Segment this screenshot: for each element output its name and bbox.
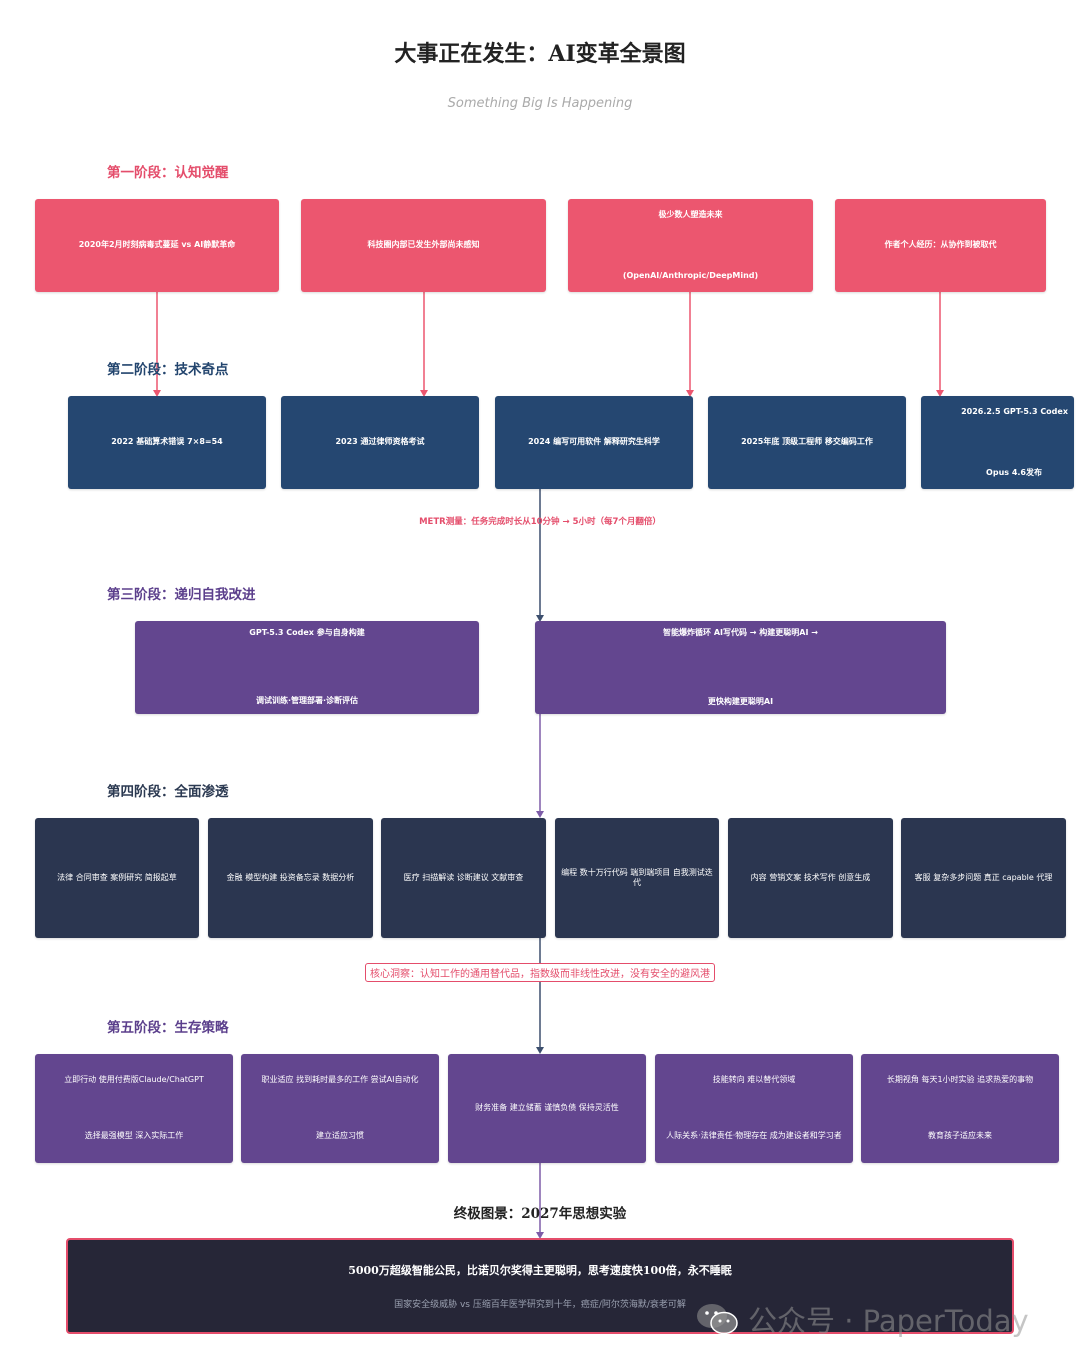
stage2-box-4: 2025年底 顶级工程师 移交编码工作 — [708, 396, 906, 489]
page-subtitle: Something Big Is Happening — [447, 96, 633, 111]
box-text: 编程 数十万行代码 端到端项目 自我测试迭代 — [561, 867, 713, 887]
stage4-box-1: 法律 合同审查 案例研究 简报起草 — [35, 818, 199, 938]
arrow-s1-1 — [153, 390, 161, 397]
box-line2: 调试训练·管理部署·诊断评估 — [255, 695, 359, 705]
box-text: 金融 模型构建 投资备忘录 数据分析 — [226, 872, 355, 882]
stage5-box-2: 职业适应 找到耗时最多的工作 尝试AI自动化 建立适应习惯 — [241, 1054, 439, 1163]
box-line2: (OpenAI/Anthropic/DeepMind) — [622, 270, 759, 280]
stage3-box-1: GPT-5.3 Codex 参与自身构建 调试训练·管理部署·诊断评估 — [135, 621, 479, 714]
stage4-box-3: 医疗 扫描解读 诊断建议 文献审查 — [381, 818, 546, 938]
box-text: 财务准备 建立储蓄 谨慎负债 保持灵活性 — [475, 1103, 619, 1113]
stage5-box-1: 立即行动 使用付费版Claude/ChatGPT 选择最强模型 深入实际工作 — [35, 1054, 233, 1163]
stage2-box-3: 2024 编写可用软件 解释研究生科学 — [495, 396, 693, 489]
watermark-text: 公众号 · PaperToday — [748, 1304, 1029, 1338]
box-text: 医疗 扫描解读 诊断建议 文献审查 — [403, 872, 524, 882]
final-box: 5000万超级智能公民，比诺贝尔奖得主更聪明，思考速度快100倍，永不睡眠 国家… — [66, 1238, 1014, 1334]
box-text: 内容 营销文案 技术写作 创意生成 — [750, 872, 871, 882]
insight-wrap: 核心洞察：认知工作的通用替代品，指数级而非线性改进，没有安全的避风港 — [0, 962, 1080, 982]
stage3-label: 第三阶段：递归自我改进 — [107, 587, 256, 603]
box-text: 科技圈内部已发生外部尚未感知 — [367, 240, 480, 250]
stage2-label: 第二阶段：技术奇点 — [107, 362, 229, 378]
final-line1: 5000万超级智能公民，比诺贝尔奖得主更聪明，思考速度快100倍，永不睡眠 — [348, 1264, 732, 1277]
box-text: 2020年2月时刻病毒式蔓延 vs AI静默革命 — [78, 240, 236, 250]
box-line2: 选择最强模型 深入实际工作 — [84, 1130, 184, 1140]
stage5-box-4: 技能转向 难以替代领域 人际关系·法律责任·物理存在 成为建设者和学习者 — [655, 1054, 853, 1163]
stage2-box-2: 2023 通过律师资格考试 — [281, 396, 479, 489]
box-text: 客服 复杂多步问题 真正 capable 代理 — [914, 872, 1053, 882]
page-title: 大事正在发生：AI变革全景图 — [394, 41, 686, 67]
box-text: 法律 合同审查 案例研究 简报起草 — [57, 872, 177, 882]
arrow-s1-2 — [420, 390, 428, 397]
arrow-s1-4 — [936, 390, 944, 397]
stage5-box-5: 长期视角 每天1小时实验 追求热爱的事物 教育孩子适应未来 — [861, 1054, 1059, 1163]
stage5-label: 第五阶段：生存策略 — [107, 1020, 229, 1036]
stage4-box-4: 编程 数十万行代码 端到端项目 自我测试迭代 — [555, 818, 719, 938]
final-label: 终极图景：2027年思想实验 — [453, 1206, 627, 1222]
stage1-box-1: 2020年2月时刻病毒式蔓延 vs AI静默革命 — [35, 199, 279, 292]
stage1-label: 第一阶段：认知觉醒 — [107, 165, 229, 181]
box-line2: 建立适应习惯 — [316, 1130, 364, 1140]
box-line1: 技能转向 难以替代领域 — [712, 1075, 796, 1084]
stage4-box-5: 内容 营销文案 技术写作 创意生成 — [728, 818, 893, 938]
arrow-s1-3 — [686, 390, 694, 397]
stage2-box-5: 2026.2.5 GPT-5.3 Codex Opus 4.6发布 — [921, 396, 1074, 489]
box-line1: GPT-5.3 Codex 参与自身构建 — [249, 628, 365, 637]
stage4-label: 第四阶段：全面渗透 — [107, 784, 229, 800]
box-line1: 智能爆炸循环 AI写代码 → 构建更聪明AI → — [663, 628, 818, 637]
stage2-box-1: 2022 基础算术错误 7×8=54 — [68, 396, 266, 489]
box-line1: 职业适应 找到耗时最多的工作 尝试AI自动化 — [261, 1075, 419, 1084]
box-line2: 人际关系·法律责任·物理存在 成为建设者和学习者 — [666, 1130, 842, 1140]
wechat-icon — [697, 1304, 738, 1335]
box-line2: 更快构建更聪明AI — [707, 696, 774, 706]
final-line2: 国家安全级威胁 vs 压缩百年医学研究到十年，癌症/阿尔茨海默/衰老可解 — [394, 1300, 686, 1310]
stage5-box-3: 财务准备 建立储蓄 谨慎负债 保持灵活性 — [448, 1054, 646, 1163]
core-insight-callout: 核心洞察：认知工作的通用替代品，指数级而非线性改进，没有安全的避风港 — [365, 963, 715, 982]
stage4-box-2: 金融 模型构建 投资备忘录 数据分析 — [208, 818, 373, 938]
box-line1: 立即行动 使用付费版Claude/ChatGPT — [64, 1075, 204, 1084]
metr-annotation: METR测量：任务完成时长从10分钟 → 5小时（每7个月翻倍） — [419, 517, 661, 527]
box-line2: Opus 4.6发布 — [986, 467, 1042, 477]
stage4-box-6: 客服 复杂多步问题 真正 capable 代理 — [901, 818, 1066, 938]
box-text: 2024 编写可用软件 解释研究生科学 — [528, 437, 660, 447]
box-text: 作者个人经历：从协作到被取代 — [884, 240, 997, 250]
stage1-box-3: 极少数人塑造未来 (OpenAI/Anthropic/DeepMind) — [568, 199, 813, 292]
box-text: 2023 通过律师资格考试 — [335, 437, 425, 447]
stage1-box-2: 科技圈内部已发生外部尚未感知 — [301, 199, 546, 292]
box-line1: 长期视角 每天1小时实验 追求热爱的事物 — [886, 1075, 1034, 1084]
box-text: 2025年底 顶级工程师 移交编码工作 — [741, 437, 873, 447]
box-line1: 2026.2.5 GPT-5.3 Codex — [961, 407, 1068, 416]
box-text: 2022 基础算术错误 7×8=54 — [111, 437, 223, 447]
stage3-box-2: 智能爆炸循环 AI写代码 → 构建更聪明AI → 更快构建更聪明AI — [535, 621, 946, 714]
box-line1: 极少数人塑造未来 — [658, 210, 723, 219]
box-line2: 教育孩子适应未来 — [928, 1130, 992, 1140]
stage1-box-4: 作者个人经历：从协作到被取代 — [835, 199, 1046, 292]
watermark: 公众号 · PaperToday — [696, 1298, 1029, 1340]
